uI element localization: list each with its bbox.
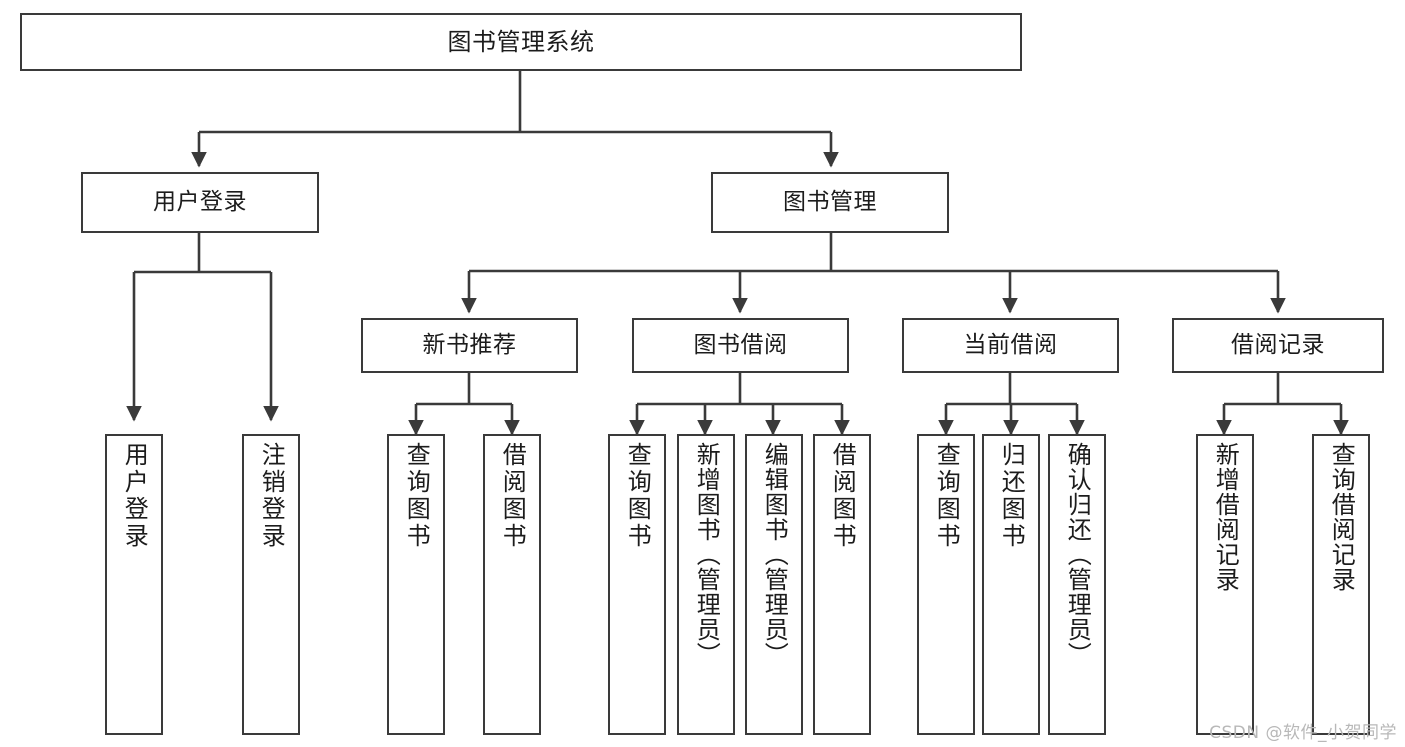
node-leaf-query-book-1-label: 查询图书 bbox=[402, 442, 431, 550]
node-borrow-record[interactable]: 借阅记录 bbox=[1172, 318, 1384, 373]
node-leaf-return-book[interactable]: 归还图书 bbox=[982, 434, 1040, 735]
node-user-login-label: 用户登录 bbox=[153, 188, 247, 215]
node-leaf-query-book-3[interactable]: 查询图书 bbox=[917, 434, 975, 735]
node-leaf-borrow-book-2[interactable]: 借阅图书 bbox=[813, 434, 871, 735]
node-leaf-user-login[interactable]: 用户登录 bbox=[105, 434, 163, 735]
node-leaf-edit-book-label: 编辑图书（管理员） bbox=[760, 442, 789, 667]
node-leaf-borrow-book-1[interactable]: 借阅图书 bbox=[483, 434, 541, 735]
node-borrow-record-label: 借阅记录 bbox=[1231, 331, 1325, 358]
node-book-borrow-label: 图书借阅 bbox=[693, 331, 788, 358]
node-leaf-add-record-label: 新增借阅记录 bbox=[1211, 442, 1240, 592]
node-book-manage-label: 图书管理 bbox=[783, 188, 877, 215]
node-root[interactable]: 图书管理系统 bbox=[20, 13, 1022, 71]
node-leaf-add-book[interactable]: 新增图书（管理员） bbox=[677, 434, 735, 735]
node-leaf-add-book-label: 新增图书（管理员） bbox=[692, 442, 721, 667]
node-leaf-logout-label: 注销登录 bbox=[257, 442, 286, 550]
node-leaf-query-book-2[interactable]: 查询图书 bbox=[608, 434, 666, 735]
node-root-label: 图书管理系统 bbox=[447, 27, 595, 56]
node-leaf-query-book-3-label: 查询图书 bbox=[932, 442, 961, 550]
node-leaf-add-record[interactable]: 新增借阅记录 bbox=[1196, 434, 1254, 735]
node-leaf-query-book-2-label: 查询图书 bbox=[623, 442, 652, 550]
node-leaf-borrow-book-1-label: 借阅图书 bbox=[498, 442, 527, 550]
node-leaf-query-book-1[interactable]: 查询图书 bbox=[387, 434, 445, 735]
node-leaf-edit-book[interactable]: 编辑图书（管理员） bbox=[745, 434, 803, 735]
node-leaf-return-book-label: 归还图书 bbox=[997, 442, 1026, 550]
node-current-borrow-label: 当前借阅 bbox=[963, 331, 1058, 358]
node-current-borrow[interactable]: 当前借阅 bbox=[902, 318, 1119, 373]
node-leaf-user-login-label: 用户登录 bbox=[120, 442, 149, 550]
node-user-login[interactable]: 用户登录 bbox=[81, 172, 319, 233]
node-leaf-logout[interactable]: 注销登录 bbox=[242, 434, 300, 735]
node-new-book-recommend[interactable]: 新书推荐 bbox=[361, 318, 578, 373]
node-leaf-confirm-return-label: 确认归还（管理员） bbox=[1063, 442, 1092, 667]
node-new-book-recommend-label: 新书推荐 bbox=[422, 331, 517, 358]
node-book-borrow[interactable]: 图书借阅 bbox=[632, 318, 849, 373]
node-leaf-confirm-return[interactable]: 确认归还（管理员） bbox=[1048, 434, 1106, 735]
node-book-manage[interactable]: 图书管理 bbox=[711, 172, 949, 233]
node-leaf-query-record[interactable]: 查询借阅记录 bbox=[1312, 434, 1370, 735]
node-leaf-borrow-book-2-label: 借阅图书 bbox=[828, 442, 857, 550]
csdn-watermark: CSDN @软件_小贺同学 bbox=[1209, 723, 1397, 743]
node-leaf-query-record-label: 查询借阅记录 bbox=[1327, 442, 1356, 592]
